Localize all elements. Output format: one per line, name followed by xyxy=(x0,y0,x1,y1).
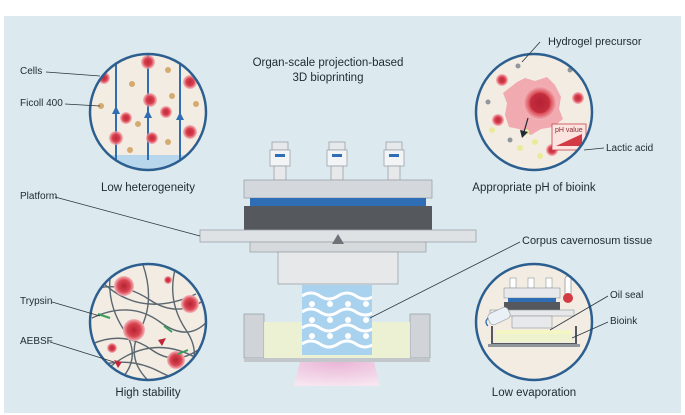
leader-tissue xyxy=(369,241,521,319)
leader-bioink xyxy=(571,321,609,339)
leader-cells xyxy=(45,71,101,77)
label-lactic-acid: Lactic acid xyxy=(606,143,654,154)
printer-lower-body xyxy=(277,251,399,285)
title-line-1: Organ-scale projection-based xyxy=(252,57,404,69)
low-evaporation-illustration xyxy=(474,262,594,382)
leader-lactic xyxy=(583,147,605,151)
label-cells: Cells xyxy=(20,66,43,77)
title-line-2: 3D bioprinting xyxy=(292,72,364,84)
circle-border xyxy=(474,262,594,382)
leader-ficoll xyxy=(64,103,101,107)
leader-lines xyxy=(45,41,609,363)
label-hydrogel-precursor: Hydrogel precursor xyxy=(548,36,642,48)
high-stability-illustration xyxy=(88,262,208,382)
label-oil-seal: Oil seal xyxy=(610,290,644,301)
leader-oil-seal xyxy=(549,295,609,331)
label-bioink: Bioink xyxy=(610,316,638,327)
leader-platform xyxy=(54,196,201,237)
projection-light xyxy=(294,362,380,386)
vat-right-wall xyxy=(409,313,431,359)
leader-hydrogel xyxy=(521,41,541,63)
vat-left-wall xyxy=(243,313,265,359)
label-platform: Platform xyxy=(20,191,58,202)
corpus-cavernosum-tissue xyxy=(302,285,372,355)
printer-blue-band xyxy=(250,198,426,206)
label-trypsin: Trypsin xyxy=(20,296,53,307)
label-ficoll: Ficoll 400 xyxy=(20,98,63,109)
bioprinter xyxy=(199,141,477,386)
label-corpus-cavernosum: Corpus cavernosum tissue xyxy=(522,235,653,247)
appropriate-ph-illustration xyxy=(474,52,594,172)
vat-bottom xyxy=(244,358,430,362)
circle-border xyxy=(88,52,208,172)
platform-arrow-icon xyxy=(332,234,344,244)
circle-border xyxy=(474,52,594,172)
circle-border xyxy=(88,262,208,382)
printer-top-block xyxy=(243,179,433,199)
diagram-title: Organ-scale projection-based 3D bioprint… xyxy=(218,56,438,86)
printer-dark-plate xyxy=(244,206,432,230)
caption-low-evaporation: Low evaporation xyxy=(491,387,577,399)
low-heterogeneity-illustration xyxy=(88,52,208,172)
printer-connectors xyxy=(269,141,405,181)
leader-trypsin xyxy=(51,301,101,317)
caption-high-stability: High stability xyxy=(115,387,181,399)
leader-aebsf xyxy=(49,341,115,363)
label-ph-value: pH value xyxy=(555,127,583,134)
caption-appropriate-ph: Appropriate pH of bioink xyxy=(472,182,596,194)
caption-low-heterogeneity: Low heterogeneity xyxy=(101,182,195,194)
label-aebsf: AEBSF xyxy=(20,336,53,347)
